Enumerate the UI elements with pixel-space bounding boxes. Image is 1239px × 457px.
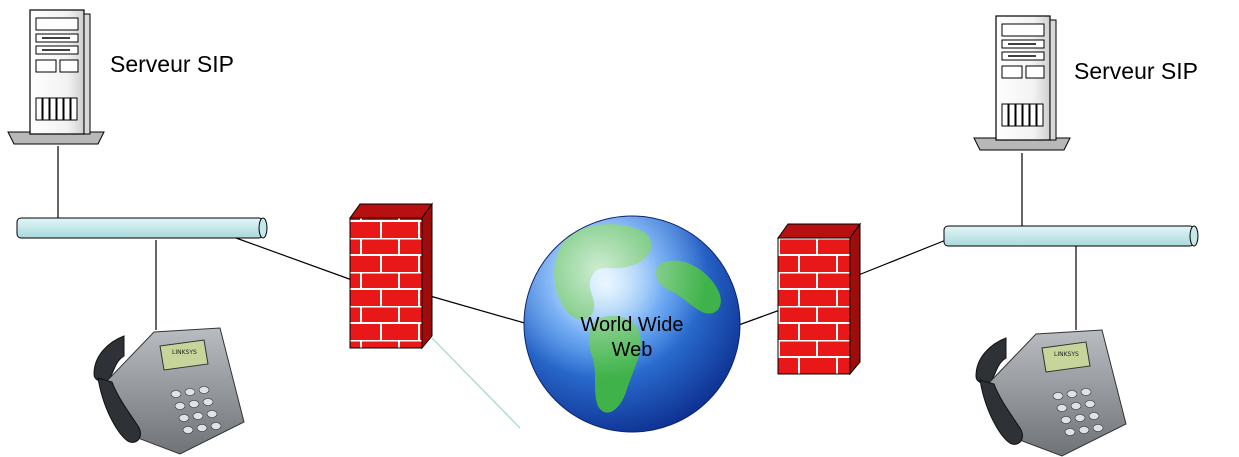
server-tower-icon [973, 15, 1071, 151]
tunnel-link [431, 337, 521, 429]
brick-firewall-icon [777, 222, 861, 376]
earth-globe-icon [523, 215, 741, 433]
globe-to-right-firewall-link [735, 309, 781, 327]
phone-brand-label: LINKSYS [1054, 351, 1079, 358]
right-firewall-to-bus-link [855, 239, 947, 277]
server-right-label: Serveur SIP [1074, 58, 1198, 84]
ip-phone-icon: LINKSYS [975, 329, 1127, 457]
phone-brand-label: LINKSYS [172, 349, 197, 356]
globe-label-line1: World Wide [581, 314, 684, 336]
left-bus-to-firewall-link [235, 237, 353, 281]
server-tower-icon [7, 9, 105, 145]
server-left-label: Serveur SIP [110, 51, 234, 77]
connection-lines [57, 146, 1077, 330]
network-bus-right [943, 225, 1199, 247]
network-bus-left [16, 217, 268, 239]
globe-label-line2: Web [612, 339, 653, 361]
brick-firewall-icon [349, 202, 433, 350]
left-firewall-to-globe-link [429, 295, 529, 325]
ip-phone-icon: LINKSYS [93, 327, 245, 455]
